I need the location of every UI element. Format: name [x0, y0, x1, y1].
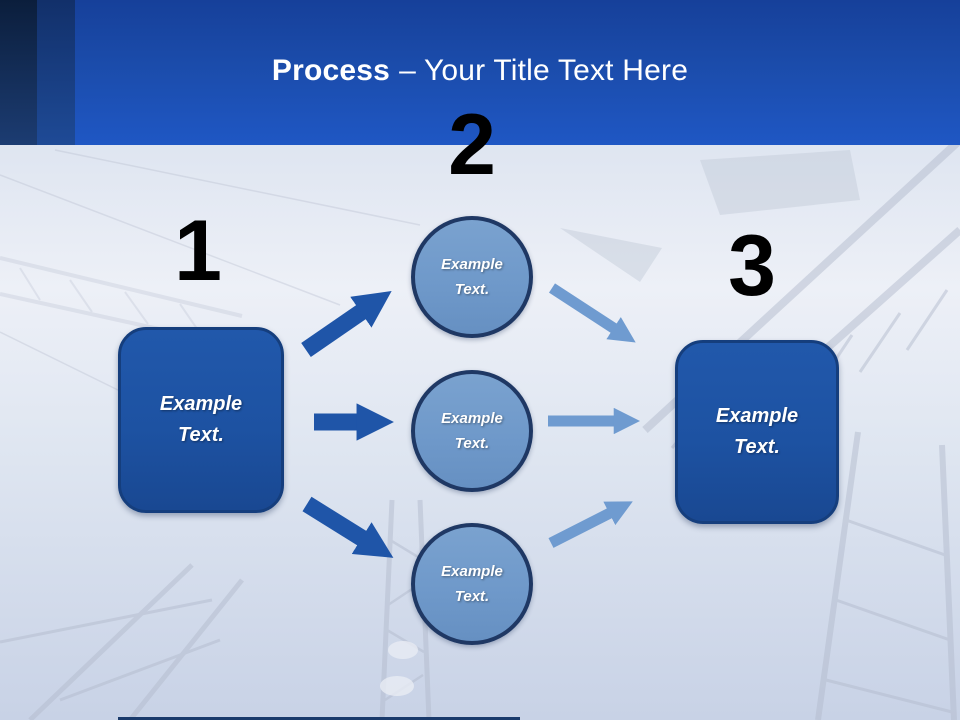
process-box-step3: Example Text. [675, 340, 839, 524]
slide-title: Process– Your Title Text Here [0, 52, 960, 90]
slide-title-keyword: Process [271, 54, 391, 87]
process-circle-top-label: Example Text. [441, 256, 503, 298]
process-circle-top: Example Text. [411, 216, 533, 338]
process-circle-middle-label: Example Text. [441, 410, 503, 452]
step-number-2: 2 [448, 97, 496, 193]
process-box-step1: Example Text. [118, 327, 284, 513]
title-bar: Process– Your Title Text Here [0, 0, 960, 145]
bottom-accent-line [118, 717, 520, 720]
left-accent-stripe-light [37, 0, 75, 145]
process-circle-bottom-label: Example Text. [441, 563, 503, 605]
slide-title-subtitle: – Your Title Text Here [399, 54, 689, 87]
step-number-1: 1 [174, 203, 222, 299]
step-number-3: 3 [728, 218, 776, 314]
process-box-step1-label: Example Text. [159, 393, 243, 446]
left-accent-stripe-dark [0, 0, 37, 145]
process-circle-middle: Example Text. [411, 370, 533, 492]
process-circle-bottom: Example Text. [411, 523, 533, 645]
process-box-step3-label: Example Text. [715, 405, 799, 458]
